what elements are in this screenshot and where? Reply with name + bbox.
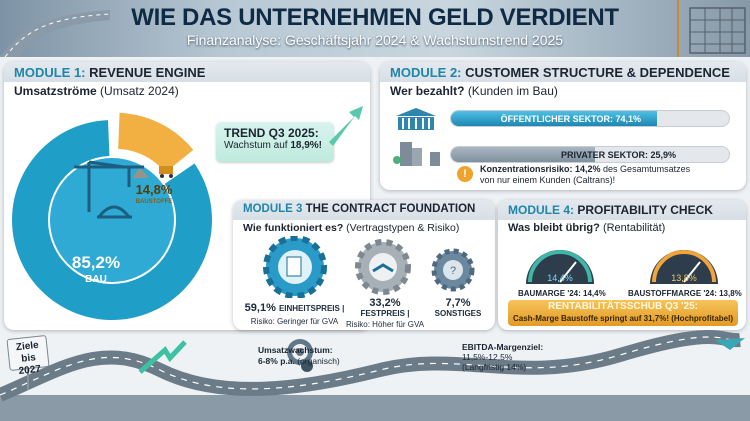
module-1-title: MODULE 1: REVENUE ENGINE [4,62,370,82]
goals-roadmap [0,330,750,421]
module-4-card: MODULE 4: PROFITABILITY CHECK Was bleibt… [498,200,746,330]
private-sector-bar: PRIVATER SEKTOR: 25,9% [450,146,730,163]
module-1-subtitle: Umsatzströme (Umsatz 2024) [14,84,179,98]
dump-truck-icon [132,166,173,178]
gear-question-icon: ? [431,248,475,292]
module-4-subtitle: Was bleibt übrig? (Rentabilität) [508,222,666,234]
bau-percent: 85,2% [72,253,120,272]
public-sector-fill: ÖFFENTLICHER SEKTOR: 74,1% [451,111,657,126]
baustoffe-label: BAUSTOFFE [136,199,173,205]
gear-clipboard-icon [263,236,327,298]
construction-site-illustration [677,0,746,57]
trend-text: Wachstum auf [224,140,288,151]
trend-title: TREND Q3 2025: [224,126,319,140]
module-2-subtitle: Wer bezahlt? (Kunden im Bau) [390,84,558,98]
trend-callout: TREND Q3 2025: Wachstum auf 18,9%! [216,122,334,162]
contract-gears: ? [263,236,475,298]
warning-icon: ! [457,166,473,182]
materials-margin-gauge: 13,8% [650,250,718,284]
svg-text:?: ? [450,265,456,277]
fixed-price-risk: Risiko: Höher für GVA [345,320,425,329]
road-arrow-icon [715,338,745,350]
donut-center [50,158,174,282]
gear-handshake-icon [355,239,411,295]
svg-text:14,4%: 14,4% [547,273,573,283]
construction-margin-label: BAUMARGE '24: 14,4% [518,289,606,298]
materials-margin-label: BAUSTOFFMARGE '24: 13,8% [628,289,742,298]
bau-label: BAU [85,274,107,285]
crane-icon [74,160,144,219]
module-2-card: MODULE 2: CUSTOMER STRUCTURE & DEPENDENC… [380,62,746,190]
public-sector-bar: ÖFFENTLICHER SEKTOR: 74,1% [450,110,730,127]
module-3-card: MODULE 3 THE CONTRACT FOUNDATION Wie fun… [233,200,495,330]
boost-text: Cash-Marge Baustoffe springt auf 31,7%! … [512,314,734,323]
revenue-donut-chart: 85,2% BAU 14,8% BAUSTOFFE [11,112,213,321]
donut-slice-baustoffe [118,112,194,173]
goals-sign: Ziele bis 2027 [6,334,50,377]
contract-other: 7,7%SONSTIGES [434,297,482,319]
construction-margin-gauge: 14,4% [526,250,594,284]
module-3-subtitle: Wie funktioniert es? (Vertragstypen & Ri… [243,222,460,234]
contract-fixed-price: 33,2%FESTPREIS |Risiko: Höher für GVA [345,297,425,330]
government-building-icon [396,108,436,130]
trend-value: 18,9%! [290,140,323,151]
module-2-title: MODULE 2: CUSTOMER STRUCTURE & DEPENDENC… [380,62,746,82]
trend-up-arrow-icon [329,106,363,146]
concentration-risk-note: Konzentrationsrisiko: 14,2% des Gesamtum… [480,164,691,185]
boost-title: RENTABILITÄTSSCHUB Q3 '25: [548,301,698,312]
contract-unit-price: 59,1% EINHEITSPREIS |Risiko: Geringer fü… [244,302,345,326]
highway-illustration [0,10,110,57]
private-sector-label: PRIVATER SEKTOR: 25,9% [561,150,677,160]
module-3-title: MODULE 3 THE CONTRACT FOUNDATION [233,200,495,220]
ebitda-margin-goal: EBITDA-Margenziel:11,5%-12,5%(Langfristi… [462,342,544,372]
page-title: WIE DAS UNTERNEHMEN GELD VERDIENT [131,4,619,31]
svg-text:13,8%: 13,8% [671,273,697,283]
module-4-title: MODULE 4: PROFITABILITY CHECK [498,200,746,220]
revenue-growth-goal: Umsatzwachstum:6-8% p.a. (organisch) [258,345,340,366]
target-icon [287,339,313,372]
profitability-boost-banner: RENTABILITÄTSSCHUB Q3 '25: Cash-Marge Ba… [508,300,738,326]
growth-arrow-icon [138,340,187,374]
baustoffe-percent: 14,8% [136,182,173,197]
donut-slice-bau [11,120,213,321]
private-buildings-icon [393,142,440,166]
header-banner: WIE DAS UNTERNEHMEN GELD VERDIENT Finanz… [0,0,750,57]
page-subtitle: Finanzanalyse: Geschäftsjahr 2024 & Wach… [186,32,564,48]
margin-gauges: 14,4% 13,8% [526,250,718,284]
